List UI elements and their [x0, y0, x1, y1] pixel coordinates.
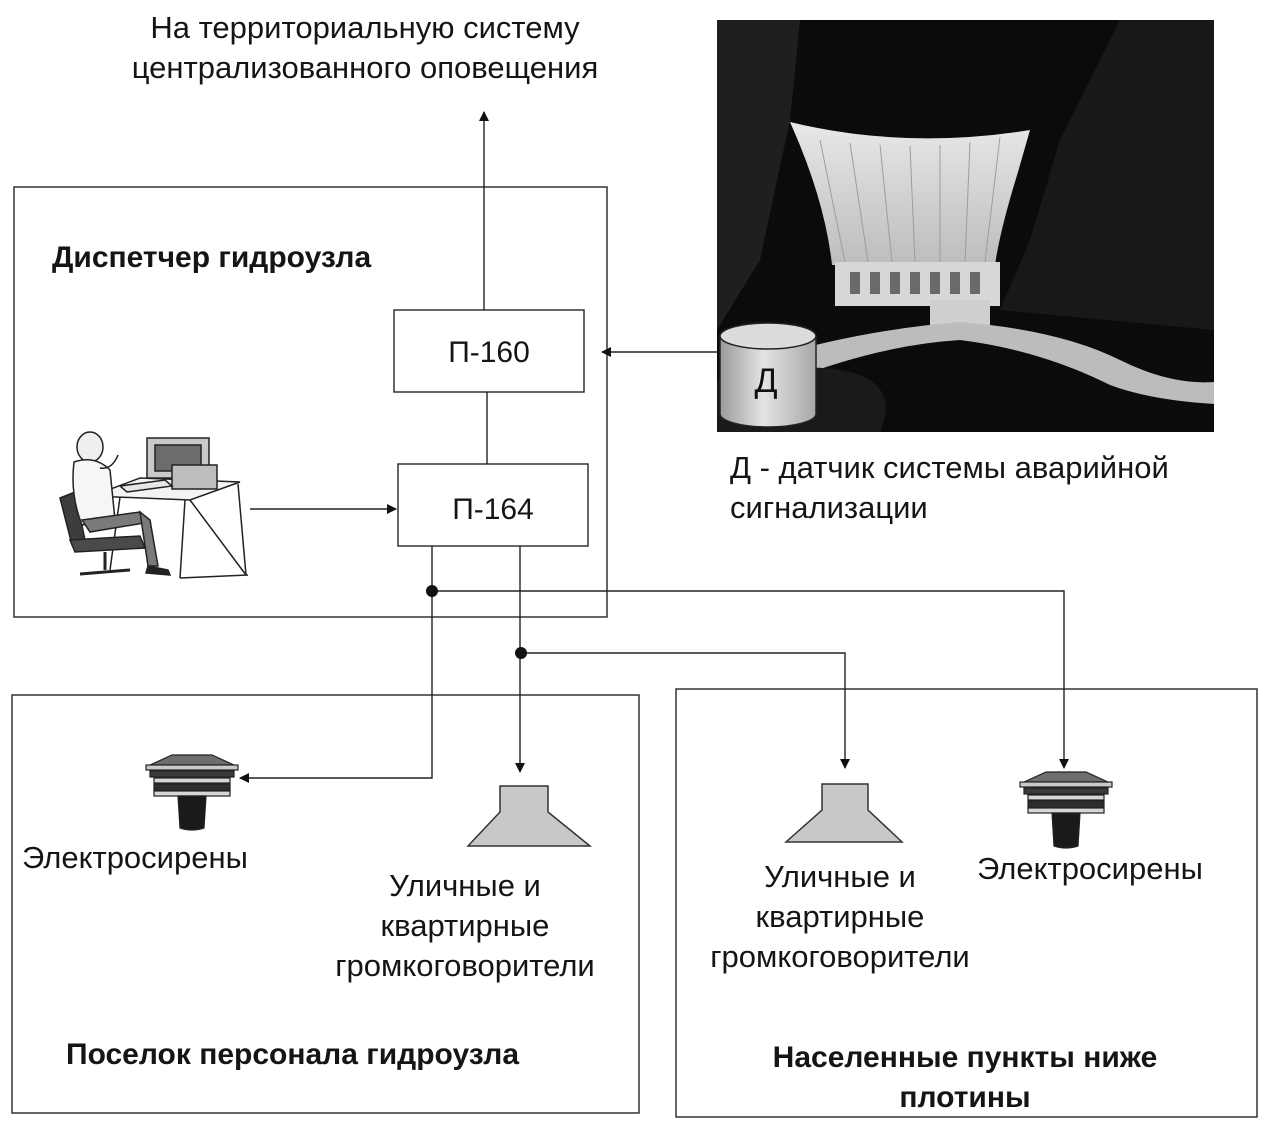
- p160-block: [393, 309, 585, 393]
- junction-dot-2: [515, 647, 527, 659]
- sirens-label-right: Электросирены: [977, 851, 1203, 886]
- speakers-left-line-1: Уличные и: [389, 868, 541, 903]
- dispatcher-frame: [13, 186, 608, 618]
- loudspeaker-icon-right: [784, 783, 904, 843]
- line-to-right-sirens: [432, 590, 1069, 769]
- speakers-label-left: Уличные и квартирные громкоговорители: [300, 866, 630, 986]
- sensor-symbol: Д: [754, 362, 777, 400]
- p164-block: [397, 463, 589, 547]
- downstream-settlements-title: Населенные пункты ниже плотины: [690, 1038, 1240, 1118]
- sirens-label-left: Электросирены: [22, 840, 248, 875]
- speakers-right-line-3: громкоговорители: [710, 939, 970, 974]
- staff-settlement-title: Поселок персонала гидроузла: [66, 1038, 520, 1071]
- downstream-title-line-2: плотины: [899, 1081, 1031, 1114]
- speakers-right-line-1: Уличные и: [764, 859, 916, 894]
- siren-icon-left: [145, 754, 239, 831]
- connection-lines: [239, 111, 1069, 783]
- siren-icon-right: [1019, 771, 1113, 849]
- sensor-caption: Д - датчик системы аварийной сигнализаци…: [730, 448, 1169, 528]
- speakers-left-line-3: громкоговорители: [335, 948, 595, 983]
- junction-dot-1: [426, 585, 438, 597]
- downstream-settlements-frame: [675, 688, 1258, 1118]
- staff-settlement-frame: [11, 694, 640, 1114]
- p160-label: П-160: [448, 336, 530, 369]
- p164-label: П-164: [452, 493, 534, 526]
- sensor-cylinder-icon: Д: [719, 322, 817, 428]
- sensor-caption-line-2: сигнализации: [730, 490, 928, 525]
- loudspeaker-icon-left: [466, 785, 593, 847]
- speakers-label-right: Уличные и квартирные громкоговорители: [680, 857, 1000, 977]
- territorial-note-line-1: На территориальную систему: [150, 10, 580, 45]
- sensor-caption-line-1: Д - датчик системы аварийной: [730, 450, 1169, 485]
- line-to-right-speakers: [521, 652, 850, 769]
- operator-workstation-icon: [59, 431, 249, 579]
- dispatcher-title: Диспетчер гидроузла: [52, 241, 372, 274]
- territorial-system-note: На территориальную систему централизован…: [100, 8, 630, 88]
- territorial-note-line-2: централизованного оповещения: [131, 50, 599, 85]
- speakers-right-line-2: квартирные: [755, 899, 925, 934]
- downstream-title-line-1: Населенные пункты ниже: [772, 1041, 1158, 1074]
- speakers-left-line-2: квартирные: [380, 908, 550, 943]
- line-p164-left-sirens: [239, 546, 433, 783]
